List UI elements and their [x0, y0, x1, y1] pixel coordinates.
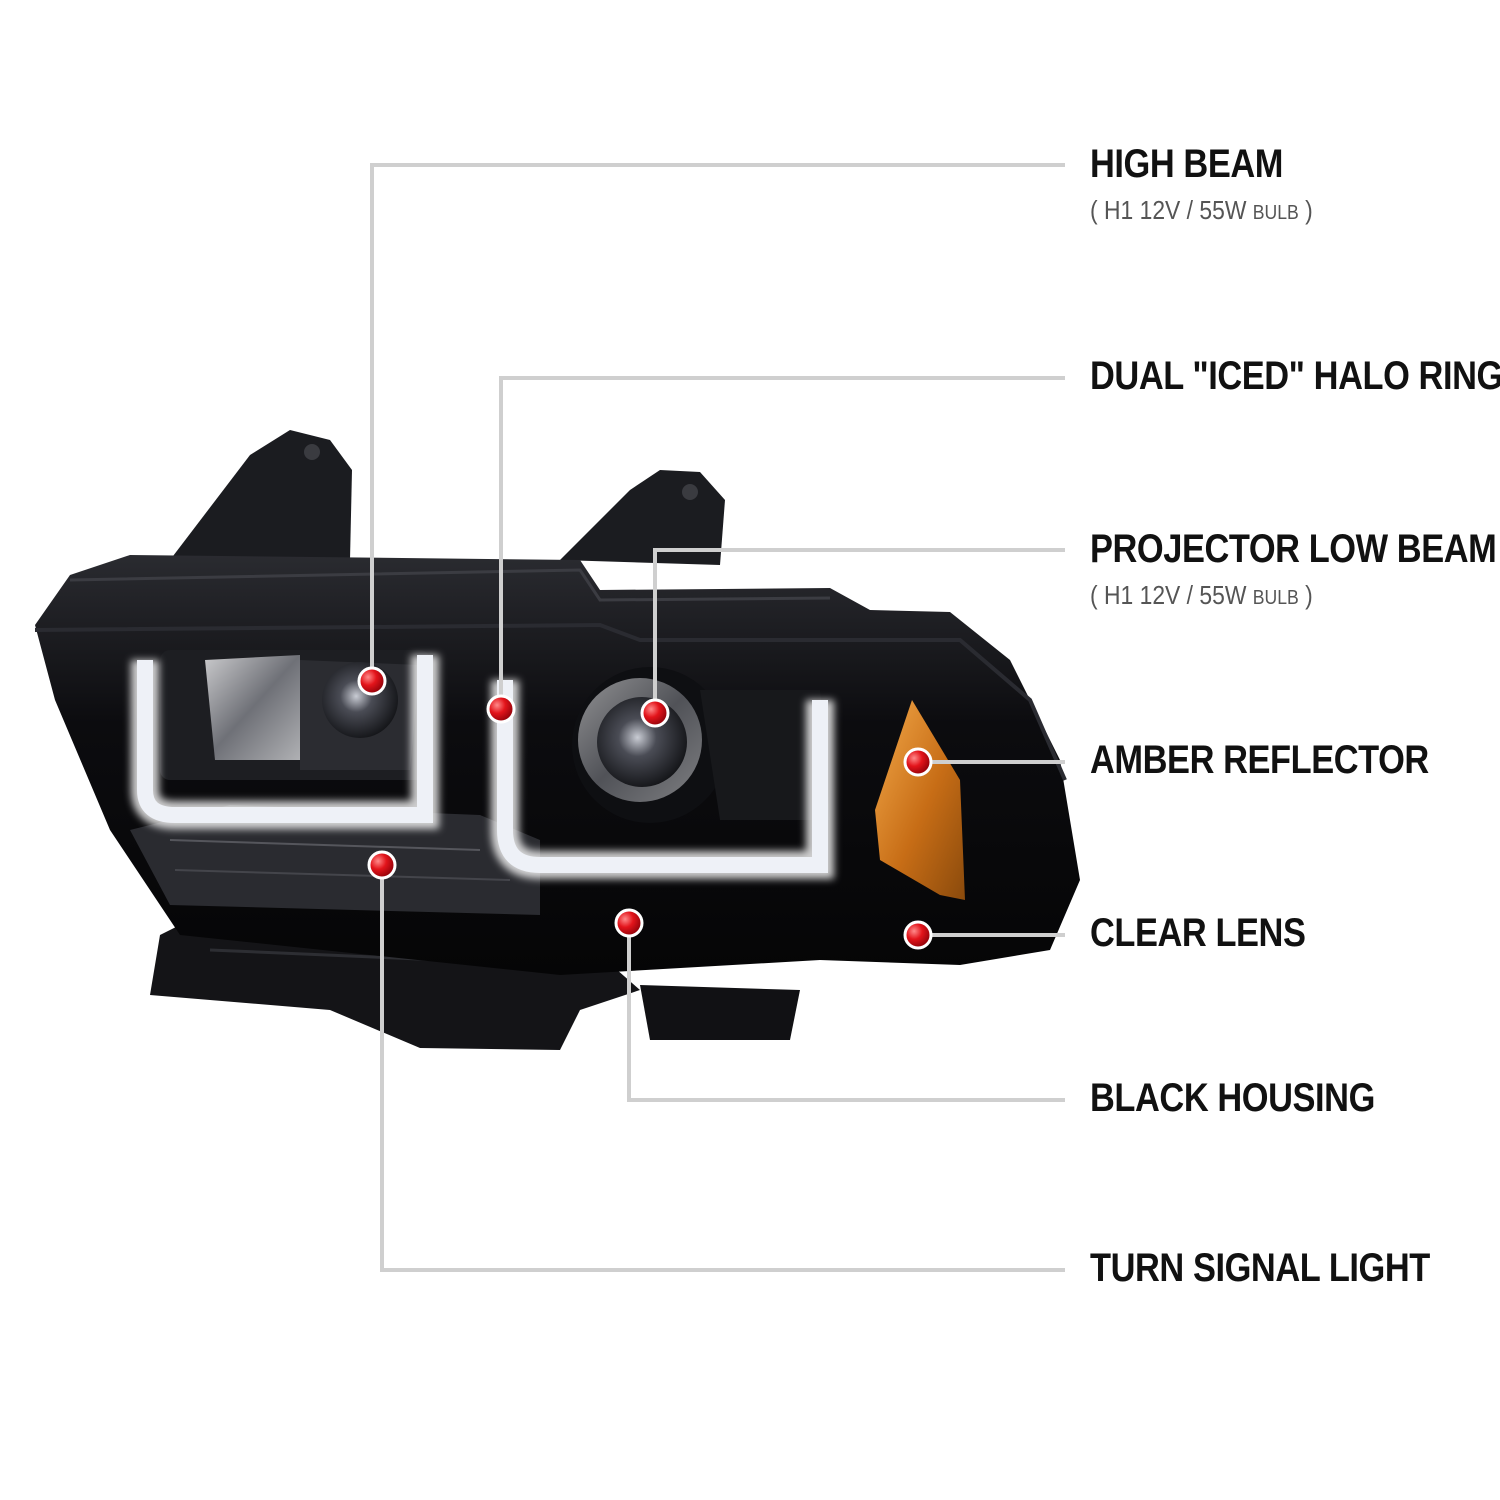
spec-close-paren: ) [1305, 195, 1313, 225]
label-clear-lens: CLEAR LENS [1090, 911, 1306, 955]
label-halo-rings: DUAL "ICED" HALO RINGS [1090, 354, 1500, 398]
spec-open-paren: ( [1090, 195, 1098, 225]
leader-high-beam [370, 163, 1065, 681]
label-amber-reflector: AMBER REFLECTOR [1090, 738, 1429, 782]
marker-dots [357, 666, 933, 950]
leader-black-housing [627, 923, 1065, 1102]
leader-halo-rings [499, 376, 1065, 709]
leader-lines [370, 163, 1065, 1272]
spec-value: H1 12V / 55W [1103, 195, 1247, 225]
label-high-beam-spec: ( H1 12V / 55W BULB ) [1090, 195, 1313, 226]
spec-open-paren: ( [1090, 580, 1098, 610]
amber-reflector [875, 700, 965, 900]
spec-value: H1 12V / 55W [1103, 580, 1247, 610]
marker-dot-projector [640, 698, 670, 728]
halo-rings [131, 655, 834, 879]
marker-dot-high-beam [357, 666, 387, 696]
marker-dot-halo-rings [486, 694, 516, 724]
label-high-beam: HIGH BEAM [1090, 142, 1283, 186]
leader-projector-low-beam [653, 548, 1065, 713]
marker-dot-amber [903, 747, 933, 777]
marker-dot-housing [614, 908, 644, 938]
mounting-bracket-left [170, 430, 352, 560]
label-projector-spec: ( H1 12V / 55W BULB ) [1090, 580, 1313, 611]
label-projector-low-beam: PROJECTOR LOW BEAM [1090, 527, 1497, 571]
turn-signal-lens [130, 805, 540, 915]
marker-dot-turn-signal [367, 850, 397, 880]
spec-bulb: BULB [1252, 587, 1299, 609]
spec-bulb: BULB [1252, 202, 1299, 224]
marker-dot-clear-lens [903, 920, 933, 950]
leader-turn-signal [380, 865, 1065, 1272]
spec-close-paren: ) [1305, 580, 1313, 610]
label-turn-signal: TURN SIGNAL LIGHT [1090, 1246, 1430, 1290]
label-black-housing: BLACK HOUSING [1090, 1076, 1375, 1120]
